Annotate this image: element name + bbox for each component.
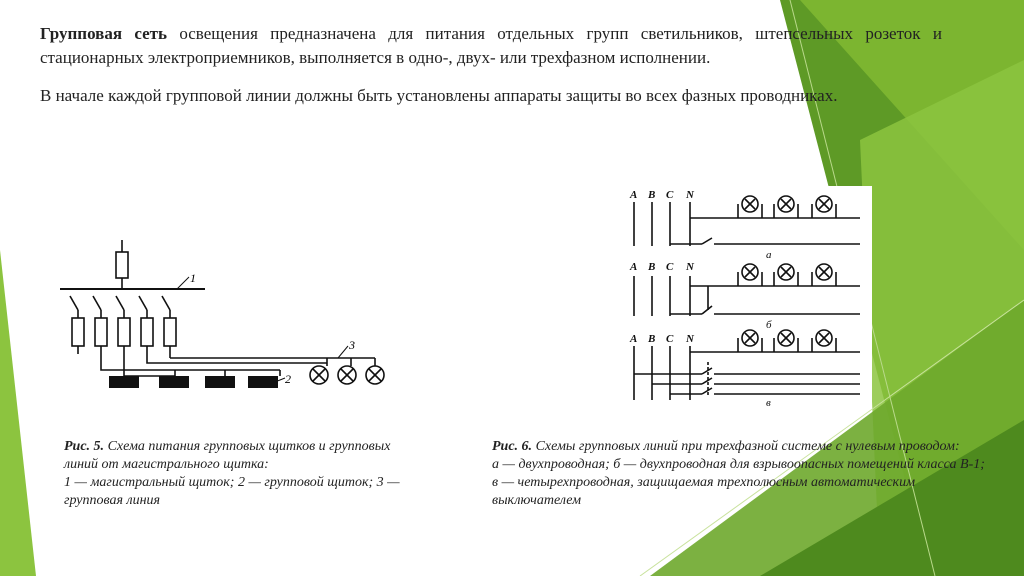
line-to-lamps — [146, 354, 327, 364]
label1-leader — [176, 276, 190, 290]
group-panel-1 — [109, 376, 139, 388]
figure5-caption-legend: 1 — магистральный щиток; 2 — групповой щ… — [64, 475, 400, 508]
scheme-c — [634, 338, 860, 396]
deco-line-2 — [639, 299, 1024, 576]
bus-label-n-2: N — [685, 261, 695, 273]
lamps-row-a — [741, 195, 833, 213]
bus-label-c-3: C — [666, 333, 674, 345]
label3-leader — [337, 345, 349, 359]
lamp-1 — [309, 365, 329, 385]
bus-label-c-2: C — [666, 261, 674, 273]
figure5-caption-text: Схема питания групповых щитков и группов… — [64, 439, 391, 472]
bus-label-a-1: A — [629, 189, 637, 201]
sub-label-c: в — [766, 397, 771, 408]
figure6-caption-legend: а — двухпроводная; б — двухпроводная для… — [492, 457, 985, 508]
sub-label-a: а — [766, 249, 772, 261]
bus-label-a-2: A — [629, 261, 637, 273]
label-1: 1 — [190, 271, 196, 285]
group-panel-2 — [159, 376, 189, 388]
branch-1 — [69, 295, 85, 354]
lamp-2 — [337, 365, 357, 385]
figure6-diagram: A B C N A B C N A B C N а б в — [622, 186, 872, 408]
branch-3 — [115, 295, 131, 376]
label-3: 3 — [348, 338, 355, 352]
intro-bold: Групповая сеть — [40, 24, 167, 43]
lamps-row-b — [741, 263, 833, 281]
figure6-background — [622, 186, 872, 408]
sub-label-b: б — [766, 319, 772, 331]
branch-4 — [138, 295, 154, 354]
figure6-caption: Рис. 6. Схемы групповых линий при трехфа… — [492, 438, 992, 510]
protection-paragraph: В начале каждой групповой линии должны б… — [40, 86, 838, 105]
bus-label-a-3: A — [629, 333, 637, 345]
branch-5 — [161, 295, 177, 358]
bus-label-n-1: N — [685, 189, 695, 201]
bus-label-b-1: B — [647, 189, 655, 201]
figure5-diagram: 1 2 3 — [60, 240, 385, 388]
group-panel-4 — [248, 376, 278, 388]
bus-label-c-1: C — [666, 189, 674, 201]
group-panel-3 — [205, 376, 235, 388]
bus-label-b-3: B — [647, 333, 655, 345]
intro-text: освещения предназначена для питания отде… — [40, 24, 942, 67]
deco-left-sliver — [0, 250, 36, 576]
figure5-caption: Рис. 5. Схема питания групповых щитков и… — [64, 438, 404, 510]
label-2: 2 — [285, 372, 291, 386]
deco-triangle-bottom-dark — [760, 420, 1024, 576]
bus-label-n-3: N — [685, 333, 695, 345]
bus-label-b-2: B — [647, 261, 655, 273]
figure6-caption-text: Схемы групповых линий при трехфазной сис… — [532, 439, 960, 454]
lamps-row-c — [741, 329, 833, 347]
scheme-a — [670, 204, 860, 245]
branch-2 — [92, 295, 108, 354]
figure5-caption-title: Рис. 5. — [64, 439, 105, 454]
scheme-b — [670, 272, 860, 315]
main-fuse — [115, 251, 129, 279]
main-text: Групповая сеть освещения предназначена д… — [40, 22, 942, 122]
intro-paragraph: Групповая сеть освещения предназначена д… — [40, 22, 942, 70]
lamp-3 — [365, 365, 385, 385]
figure6-caption-title: Рис. 6. — [492, 439, 533, 454]
